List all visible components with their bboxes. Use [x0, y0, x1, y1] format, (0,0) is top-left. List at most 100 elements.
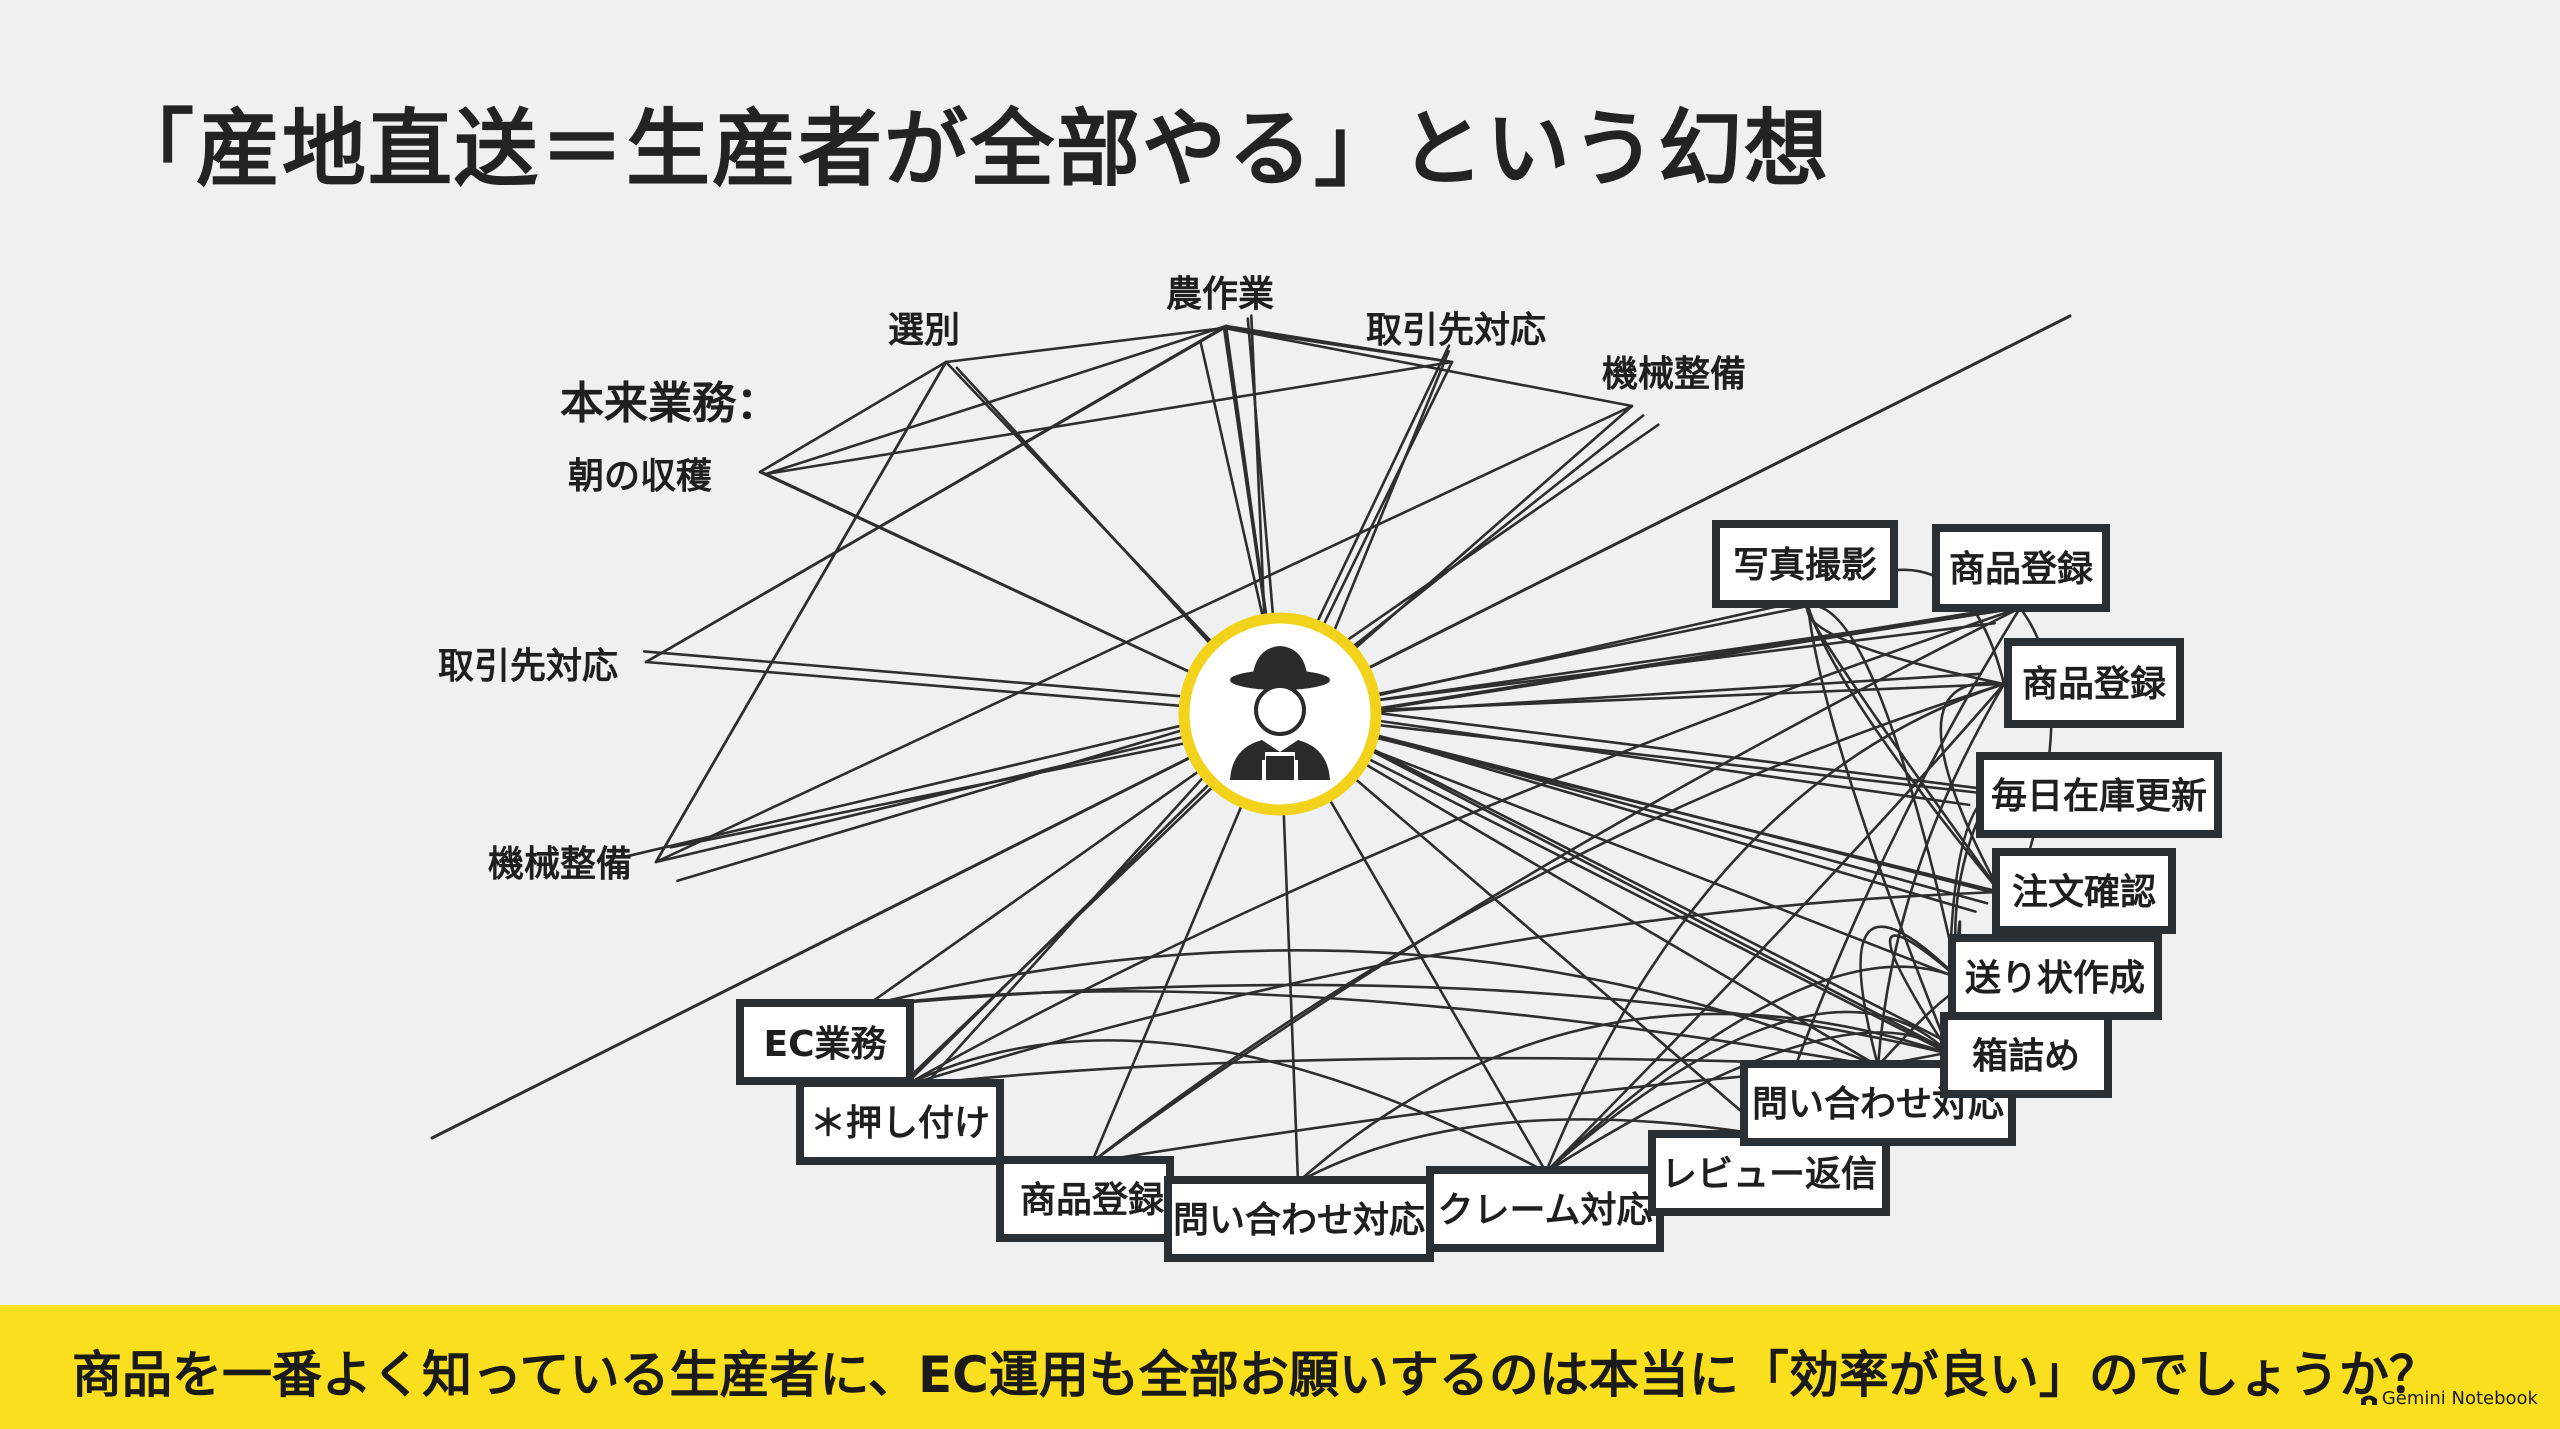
svg-text:＊押し付け: ＊押し付け — [810, 1103, 990, 1144]
connection-line — [1376, 734, 1989, 905]
bottom-message-bar: 商品を一番よく知っている生産者に、EC運用も全部お願いするのは本当に「効率が良い… — [0, 1305, 2560, 1429]
connection-line — [1376, 595, 1820, 697]
connection-line — [1544, 682, 2006, 1174]
svg-text:箱詰め: 箱詰め — [1972, 1036, 2080, 1077]
svg-text:商品登録: 商品登録 — [1949, 549, 2094, 590]
farmer-icon — [1230, 646, 1330, 780]
connection-line — [1354, 778, 1772, 1138]
connection-line — [764, 360, 1454, 476]
task-box-ec: EC業務 — [736, 999, 914, 1085]
task-box-product-registration-bottom: 商品登録 — [996, 1156, 1174, 1242]
bottom-message: 商品を一番よく知っている生産者に、EC運用も全部お願いするのは本当に「効率が良い… — [72, 1346, 2439, 1404]
task-box-stock-update: 毎日在庫更新 — [1976, 752, 2222, 838]
label-core-work-heading: 本来業務： — [560, 378, 780, 429]
connection-line — [864, 949, 1880, 1068]
svg-text:商品登録: 商品登録 — [1020, 1180, 1165, 1221]
task-box-boxing: 箱詰め — [1940, 1012, 2112, 1098]
connection-line — [1888, 934, 1960, 1056]
connection-line — [1378, 712, 1981, 790]
task-box-packing-slip: ＊押し付け — [796, 1079, 1004, 1165]
connection-line — [1352, 414, 1645, 648]
connection-lines — [430, 314, 2072, 1184]
connection-line — [1224, 324, 1268, 617]
svg-text:商品登録: 商品登録 — [2022, 664, 2167, 705]
label-client-handling-top: 取引先対応 — [1366, 310, 1546, 351]
task-box-shipping-label: 送り状作成 — [1948, 934, 2162, 1020]
connection-line — [1090, 606, 2022, 1164]
connection-line — [1371, 749, 1960, 980]
page-title: 「産地直送＝生産者が全部やる」という幻想 — [110, 100, 1831, 198]
svg-text:EC業務: EC業務 — [763, 1024, 887, 1065]
connection-line — [1250, 314, 1266, 617]
connection-line — [1768, 606, 2022, 1138]
connection-line — [1806, 604, 1960, 980]
label-machine-maintenance-left: 機械整備 — [488, 844, 632, 885]
connection-line — [676, 729, 1183, 882]
connection-line — [1346, 423, 1660, 642]
task-box-inquiry-bottom: 問い合わせ対応 — [1164, 1176, 1434, 1262]
connection-line — [1806, 604, 1952, 1056]
svg-text:注文確認: 注文確認 — [2012, 872, 2156, 913]
connection-line — [955, 366, 1211, 645]
connection-line — [917, 776, 1205, 1093]
connection-line — [899, 786, 1214, 1088]
connection-line — [764, 324, 1228, 476]
connection-line — [1876, 682, 2006, 1068]
farmer-node — [1178, 612, 1382, 816]
connection-line — [1364, 763, 1880, 1068]
connection-line — [1367, 758, 1952, 1056]
task-box-product-registration-right: 商品登録 — [2004, 638, 2184, 728]
connection-line — [1376, 735, 1977, 913]
brand-name: Gemini Notebook — [2381, 1388, 2538, 1409]
connection-line — [902, 1039, 1548, 1174]
connection-line — [1296, 1118, 1772, 1184]
connection-line — [902, 890, 2002, 1088]
task-box-photo: 写真撮影 — [1712, 520, 1898, 608]
connection-line — [1544, 965, 1960, 1174]
connection-line — [1372, 748, 1952, 1045]
svg-text:レビュー返信: レビュー返信 — [1661, 1154, 1877, 1195]
brand-mark: Gemini Notebook — [2360, 1388, 2538, 1409]
task-box-claim: クレーム対応 — [1426, 1166, 1664, 1252]
connection-line — [758, 360, 948, 474]
connection-line — [1222, 326, 1454, 364]
task-box-review: レビュー返信 — [1648, 1130, 1890, 1216]
connection-line — [1378, 719, 1971, 807]
connection-line — [864, 990, 1880, 1068]
connection-line — [764, 472, 1191, 673]
connection-line — [1322, 360, 1454, 626]
label-morning-harvest: 朝の収穫 — [568, 456, 712, 497]
svg-text:クレーム対応: クレーム対応 — [1438, 1190, 1653, 1231]
svg-text:毎日在庫更新: 毎日在庫更新 — [1991, 776, 2207, 817]
svg-text:写真撮影: 写真撮影 — [1733, 545, 1877, 586]
connection-line — [1939, 681, 2006, 894]
connection-line — [1544, 1031, 1952, 1174]
connection-line — [1282, 812, 1300, 1184]
label-farm-work: 農作業 — [1166, 274, 1274, 315]
connection-line — [1544, 1010, 1952, 1174]
task-box-product-registration-top: 商品登録 — [1932, 524, 2110, 612]
connection-line — [1333, 350, 1450, 632]
connection-line — [1328, 799, 1548, 1174]
connection-line — [1090, 804, 1243, 1164]
connection-line — [644, 660, 1182, 708]
task-box-order-check: 注文確認 — [1992, 848, 2176, 934]
connection-line — [654, 735, 1184, 864]
label-client-handling-left: 取引先対応 — [438, 646, 618, 687]
connection-line — [644, 324, 1228, 664]
connection-line — [1376, 734, 2017, 900]
label-sorting: 選別 — [888, 310, 960, 351]
connection-line — [642, 650, 1183, 698]
connection-line — [669, 742, 1186, 849]
connection-line — [1246, 317, 1275, 616]
connection-line — [1544, 682, 2006, 1174]
connection-line — [625, 724, 1182, 858]
connection-line — [1378, 605, 2027, 711]
connection-line — [902, 1056, 1880, 1088]
task-web-diagram: 本来業務： 朝の収穫 選別 農作業 取引先対応 機械整備 取引先対応 機械整備 … — [430, 274, 2222, 1262]
notebook-icon — [2360, 1395, 2377, 1405]
connection-line — [944, 326, 1226, 364]
connection-line — [1316, 344, 1451, 623]
connection-line — [1371, 750, 1955, 1055]
